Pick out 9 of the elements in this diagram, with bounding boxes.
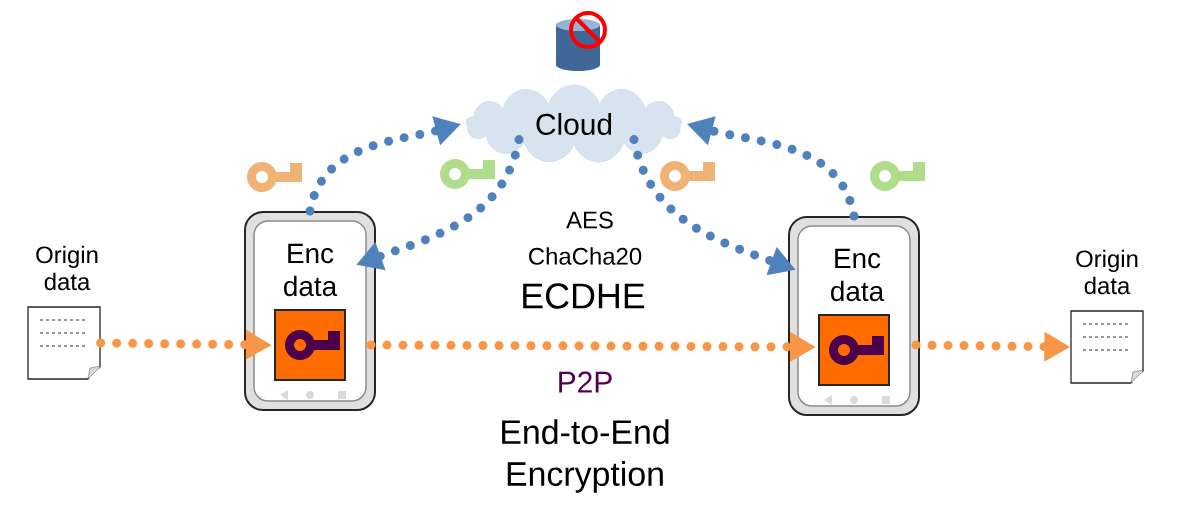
node-label: Enc data xyxy=(831,248,885,302)
caption-label: P2P xyxy=(559,371,612,393)
node-label: Enc data xyxy=(284,243,338,297)
protocol-label: ECDHE xyxy=(523,283,645,309)
node-label: Origin data xyxy=(36,245,98,291)
caption-label: End-to-End Encryption xyxy=(502,419,669,493)
protocol-label: ChaCha20 xyxy=(529,247,642,265)
node-label: Origin data xyxy=(1076,249,1138,295)
protocol-label: AES xyxy=(566,211,613,229)
